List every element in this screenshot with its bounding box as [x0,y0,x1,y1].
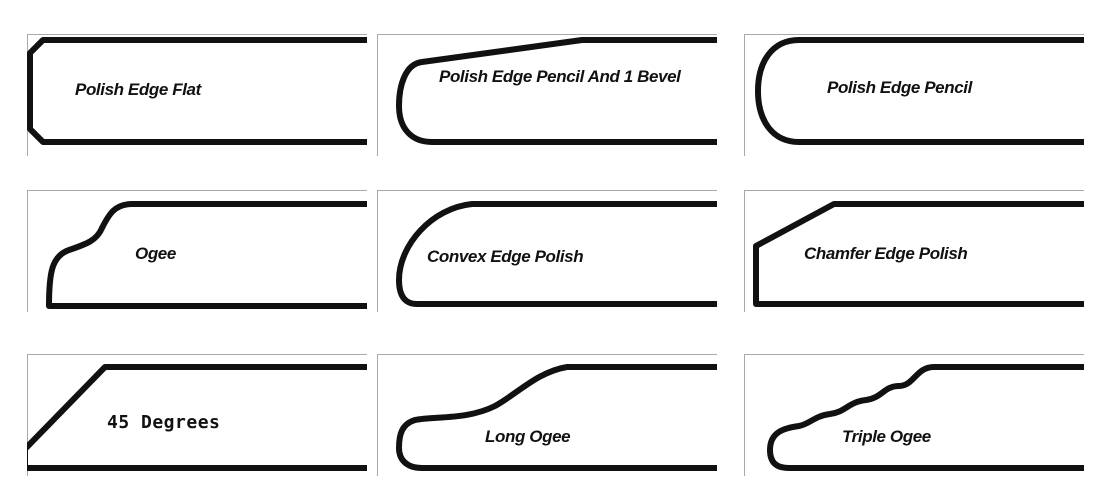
edge-profile-45-degrees [27,364,367,471]
profile-label: Polish Edge Pencil [827,78,972,97]
profile-card-chamfer-edge-polish: Chamfer Edge Polish [744,190,1084,312]
profile-label: Chamfer Edge Polish [804,244,968,263]
profile-card-45-degrees: 45 Degrees [27,354,367,476]
profile-card-ogee: Ogee [27,190,367,312]
profile-label: Polish Edge Flat [75,80,201,99]
edge-profile-polish-edge-pencil [755,37,1084,145]
card-frame [744,34,1084,156]
profile-label: Convex Edge Polish [427,247,584,266]
card-frame [377,34,717,156]
profile-label: 45 Degrees [107,412,221,433]
card-frame [744,190,1084,312]
edge-profile-triple-ogee [767,364,1084,471]
profile-card-convex-edge-polish: Convex Edge Polish [377,190,717,312]
card-frame [744,354,1084,476]
profile-card-polish-edge-pencil-and-1-bevel: Polish Edge Pencil And 1 Bevel [377,34,717,156]
edge-profile-chamfer-edge-polish [753,201,1084,307]
edge-profile-ogee [46,201,367,309]
profile-label: Ogee [135,244,176,263]
profile-label: Polish Edge Pencil And 1 Bevel [439,67,681,86]
profile-label: Triple Ogee [842,427,931,446]
edge-profile-long-ogee [396,364,717,471]
card-frame [377,354,717,476]
profile-card-polish-edge-flat: Polish Edge Flat [27,34,367,156]
edge-profile-convex-edge-polish [396,201,717,307]
profile-label: Long Ogee [485,427,571,446]
card-frame [377,190,717,312]
profile-card-polish-edge-pencil: Polish Edge Pencil [744,34,1084,156]
edge-profile-polish-edge-flat [27,37,367,145]
card-frame [27,190,367,312]
profile-card-long-ogee: Long Ogee [377,354,717,476]
card-frame [27,354,367,476]
profile-card-triple-ogee: Triple Ogee [744,354,1084,476]
edge-profile-pencil-and-bevel [396,37,717,145]
